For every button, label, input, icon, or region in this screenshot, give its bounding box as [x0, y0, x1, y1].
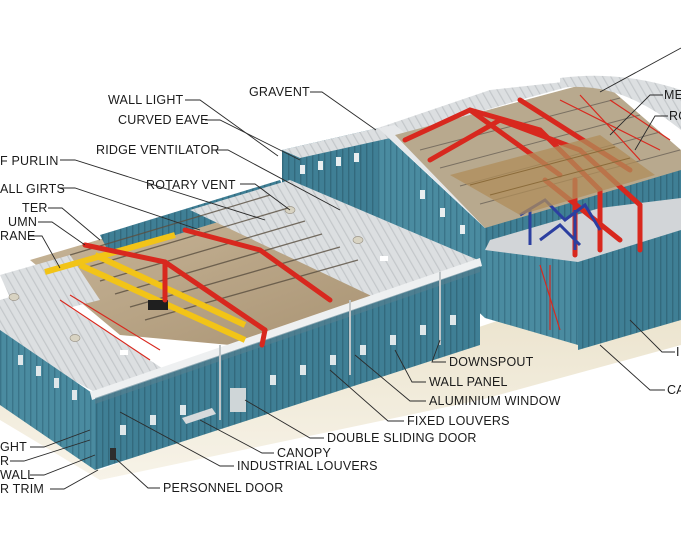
ground-shadow: [0, 260, 681, 480]
label-gravent: GRAVENT: [249, 85, 310, 99]
label-canopy: CANOPY: [277, 446, 331, 460]
label-wall-light: WALL LIGHT: [108, 93, 184, 107]
label-industrial-louvers: INDUSTRIAL LOUVERS: [237, 459, 378, 473]
label-ridge-ventilator: RIDGE VENTILATOR: [96, 143, 220, 157]
label-downspout: DOWNSPOUT: [449, 355, 534, 369]
label-aluminium-window: ALUMINIUM WINDOW: [429, 394, 561, 408]
label-double-sliding-door: DOUBLE SLIDING DOOR: [327, 431, 477, 445]
label-ca-right: CA: [667, 383, 681, 397]
steel-frames-left: [82, 227, 333, 348]
building-illustration: [0, 75, 681, 480]
label-r-left: R: [0, 454, 9, 468]
label-fixed-louvers: FIXED LOUVERS: [407, 414, 510, 428]
label-i-right: I: [676, 345, 680, 359]
personnel-door-shape: [110, 448, 116, 460]
label-column: UMN: [8, 215, 37, 229]
callout-labels: WALL LIGHT GRAVENT CURVED EAVE RIDGE VEN…: [0, 85, 681, 496]
label-mezzanine: ME: [664, 88, 681, 102]
label-rotary-vent: ROTARY VENT: [146, 178, 236, 192]
label-light-left: GHT: [0, 440, 27, 454]
left-building: [0, 180, 482, 470]
sliding-door: [230, 388, 246, 412]
label-wall-girts: ALL GIRTS: [0, 182, 65, 196]
label-wall-panel: WALL PANEL: [429, 375, 508, 389]
label-crane: RANE: [0, 229, 36, 243]
label-trim-left: R TRIM: [0, 482, 44, 496]
leader-lines: [10, 47, 681, 490]
label-rafter: TER: [22, 201, 48, 215]
label-wall-left: WALL: [0, 468, 34, 482]
label-roof-right: RO: [669, 109, 681, 123]
label-roof-purlin: F PURLIN: [0, 154, 59, 168]
label-personnel-door: PERSONNEL DOOR: [163, 481, 283, 495]
label-curved-eave: CURVED EAVE: [118, 113, 209, 127]
